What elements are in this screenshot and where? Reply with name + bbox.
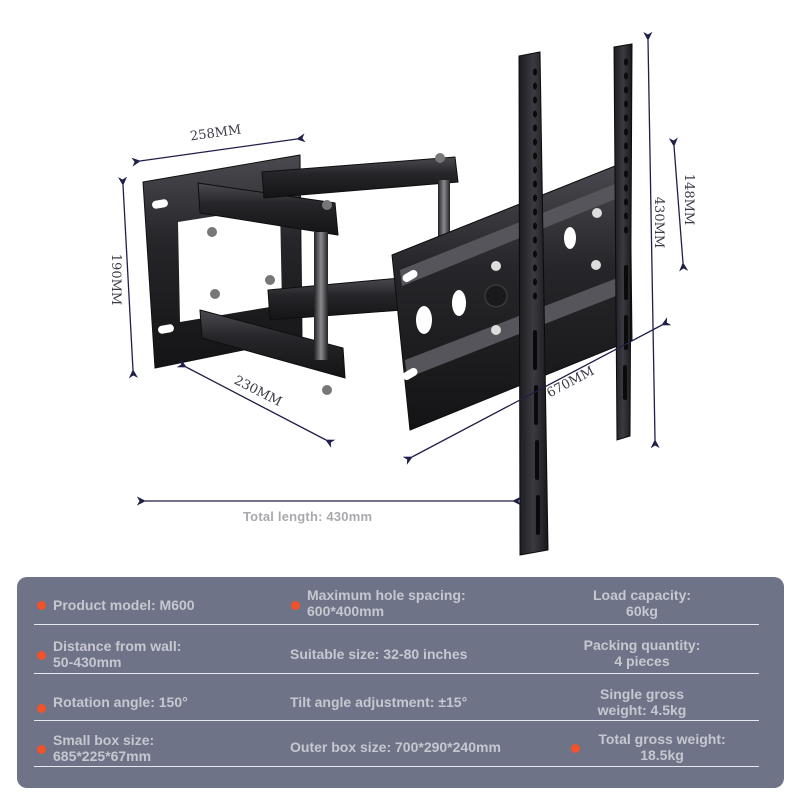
tilt-plate [391,159,633,431]
bullet-icon [37,651,46,660]
dimension-lines [118,31,689,506]
spec-tilt-angle: Tilt angle adjustment: ±15° [290,694,468,710]
bullet-icon [291,601,300,610]
spec-rotation-angle: Rotation angle: 150° [53,694,188,710]
spec-distance-from-wall: Distance from wall: 50-430mm [53,638,182,670]
spec-total-gross-weight: Total gross weight: 18.5kg [598,731,726,763]
spec-max-hole-spacing: Maximum hole spacing: 600*400mm [307,587,466,619]
spec-suitable-size: Suitable size: 32-80 inches [290,646,468,662]
total-length-label: Total length: 430mm [243,509,373,524]
dimension-label-148mm: 148MM [681,173,697,226]
row-divider [34,720,759,721]
spec-small-box-size: Small box size: 685*225*67mm [53,732,155,764]
row-divider [34,673,759,674]
bullet-icon [37,745,46,754]
bullet-icon [571,744,580,753]
row-divider [34,766,759,767]
spec-single-gross-weight: Single gross weight: 4.5kg [597,686,687,718]
product-illustration: 258MM 190MM 230MM 670MM 430MM 148MM Tota… [108,31,697,556]
dimension-label-190mm: 190MM [108,253,124,306]
spec-product-model: Product model: M600 [53,597,195,613]
row-divider [34,624,759,625]
dimension-label-430mm: 430MM [651,196,667,249]
bullet-icon [37,704,46,713]
spec-packing-quantity: Packing quantity: 4 pieces [583,637,701,669]
spec-load-capacity: Load capacity: 60kg [592,587,692,619]
bullet-icon [37,601,46,610]
tv-mount-drawing [118,31,689,556]
specifications-card: Product model: M600 Maximum hole spacing… [17,577,784,788]
spec-outer-box-size: Outer box size: 700*290*240mm [290,739,501,755]
